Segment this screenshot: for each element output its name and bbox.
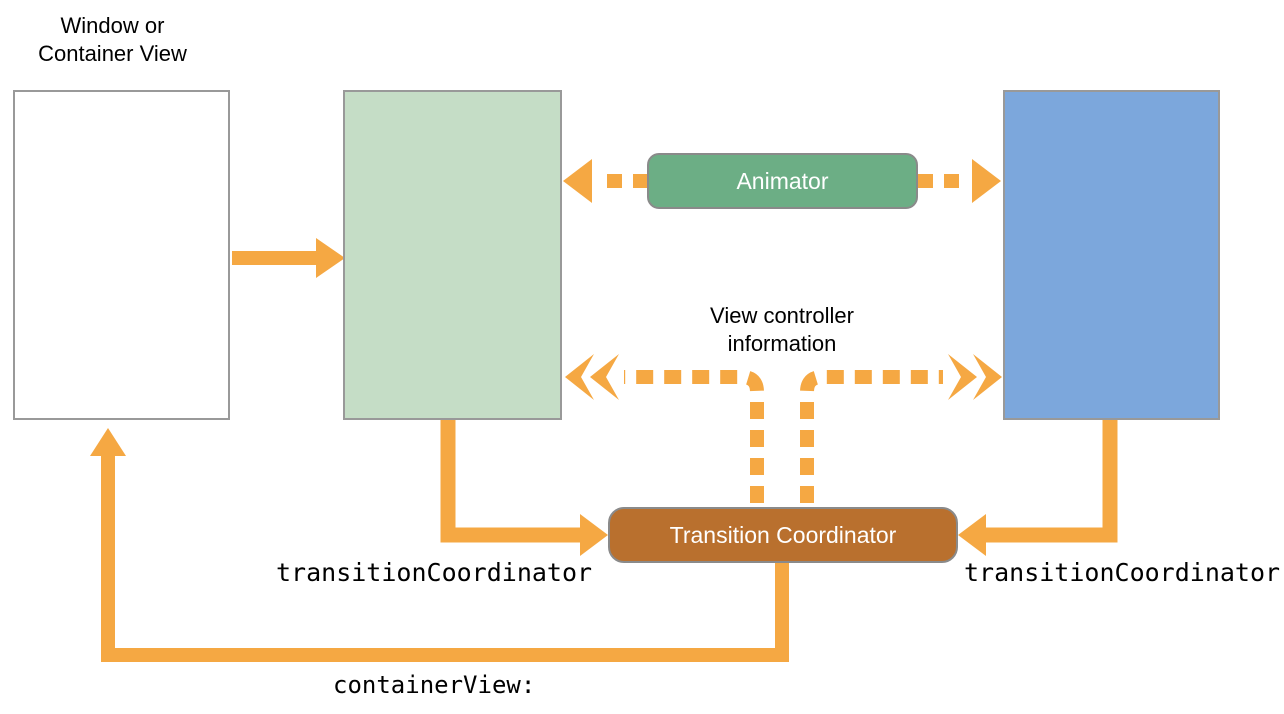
transition-coordinator-node: Transition Coordinator (608, 507, 958, 563)
transition-coordinator-property-label-right: transitionCoordinator (964, 558, 1281, 587)
arrow-coordinator-to-blue-info-dashed (800, 354, 1002, 503)
arrow-coordinator-to-window-loop (90, 428, 789, 662)
view-controller-information-label: View controller information (710, 303, 854, 356)
container-view-parameter-label: containerView: (333, 671, 536, 699)
transition-coordinator-property-label-left: transitionCoordinator (276, 558, 593, 587)
arrow-animator-to-blue-dashed (918, 159, 1001, 203)
arrow-green-to-coordinator (440, 418, 608, 556)
arrow-coordinator-to-green-info-dashed (565, 354, 764, 503)
presented-view-box (1003, 90, 1220, 420)
transition-coordinator-node-label: Transition Coordinator (669, 521, 897, 548)
presenting-view-box (343, 90, 562, 420)
arrow-window-to-green-view (232, 238, 345, 278)
arrow-blue-to-coordinator (958, 418, 1118, 556)
animator-node-label: Animator (736, 167, 829, 194)
window-container-view-box (13, 90, 230, 420)
arrow-animator-to-green-dashed (563, 159, 648, 203)
animator-node: Animator (647, 153, 918, 209)
window-container-view-label: Window or Container View (38, 13, 187, 66)
